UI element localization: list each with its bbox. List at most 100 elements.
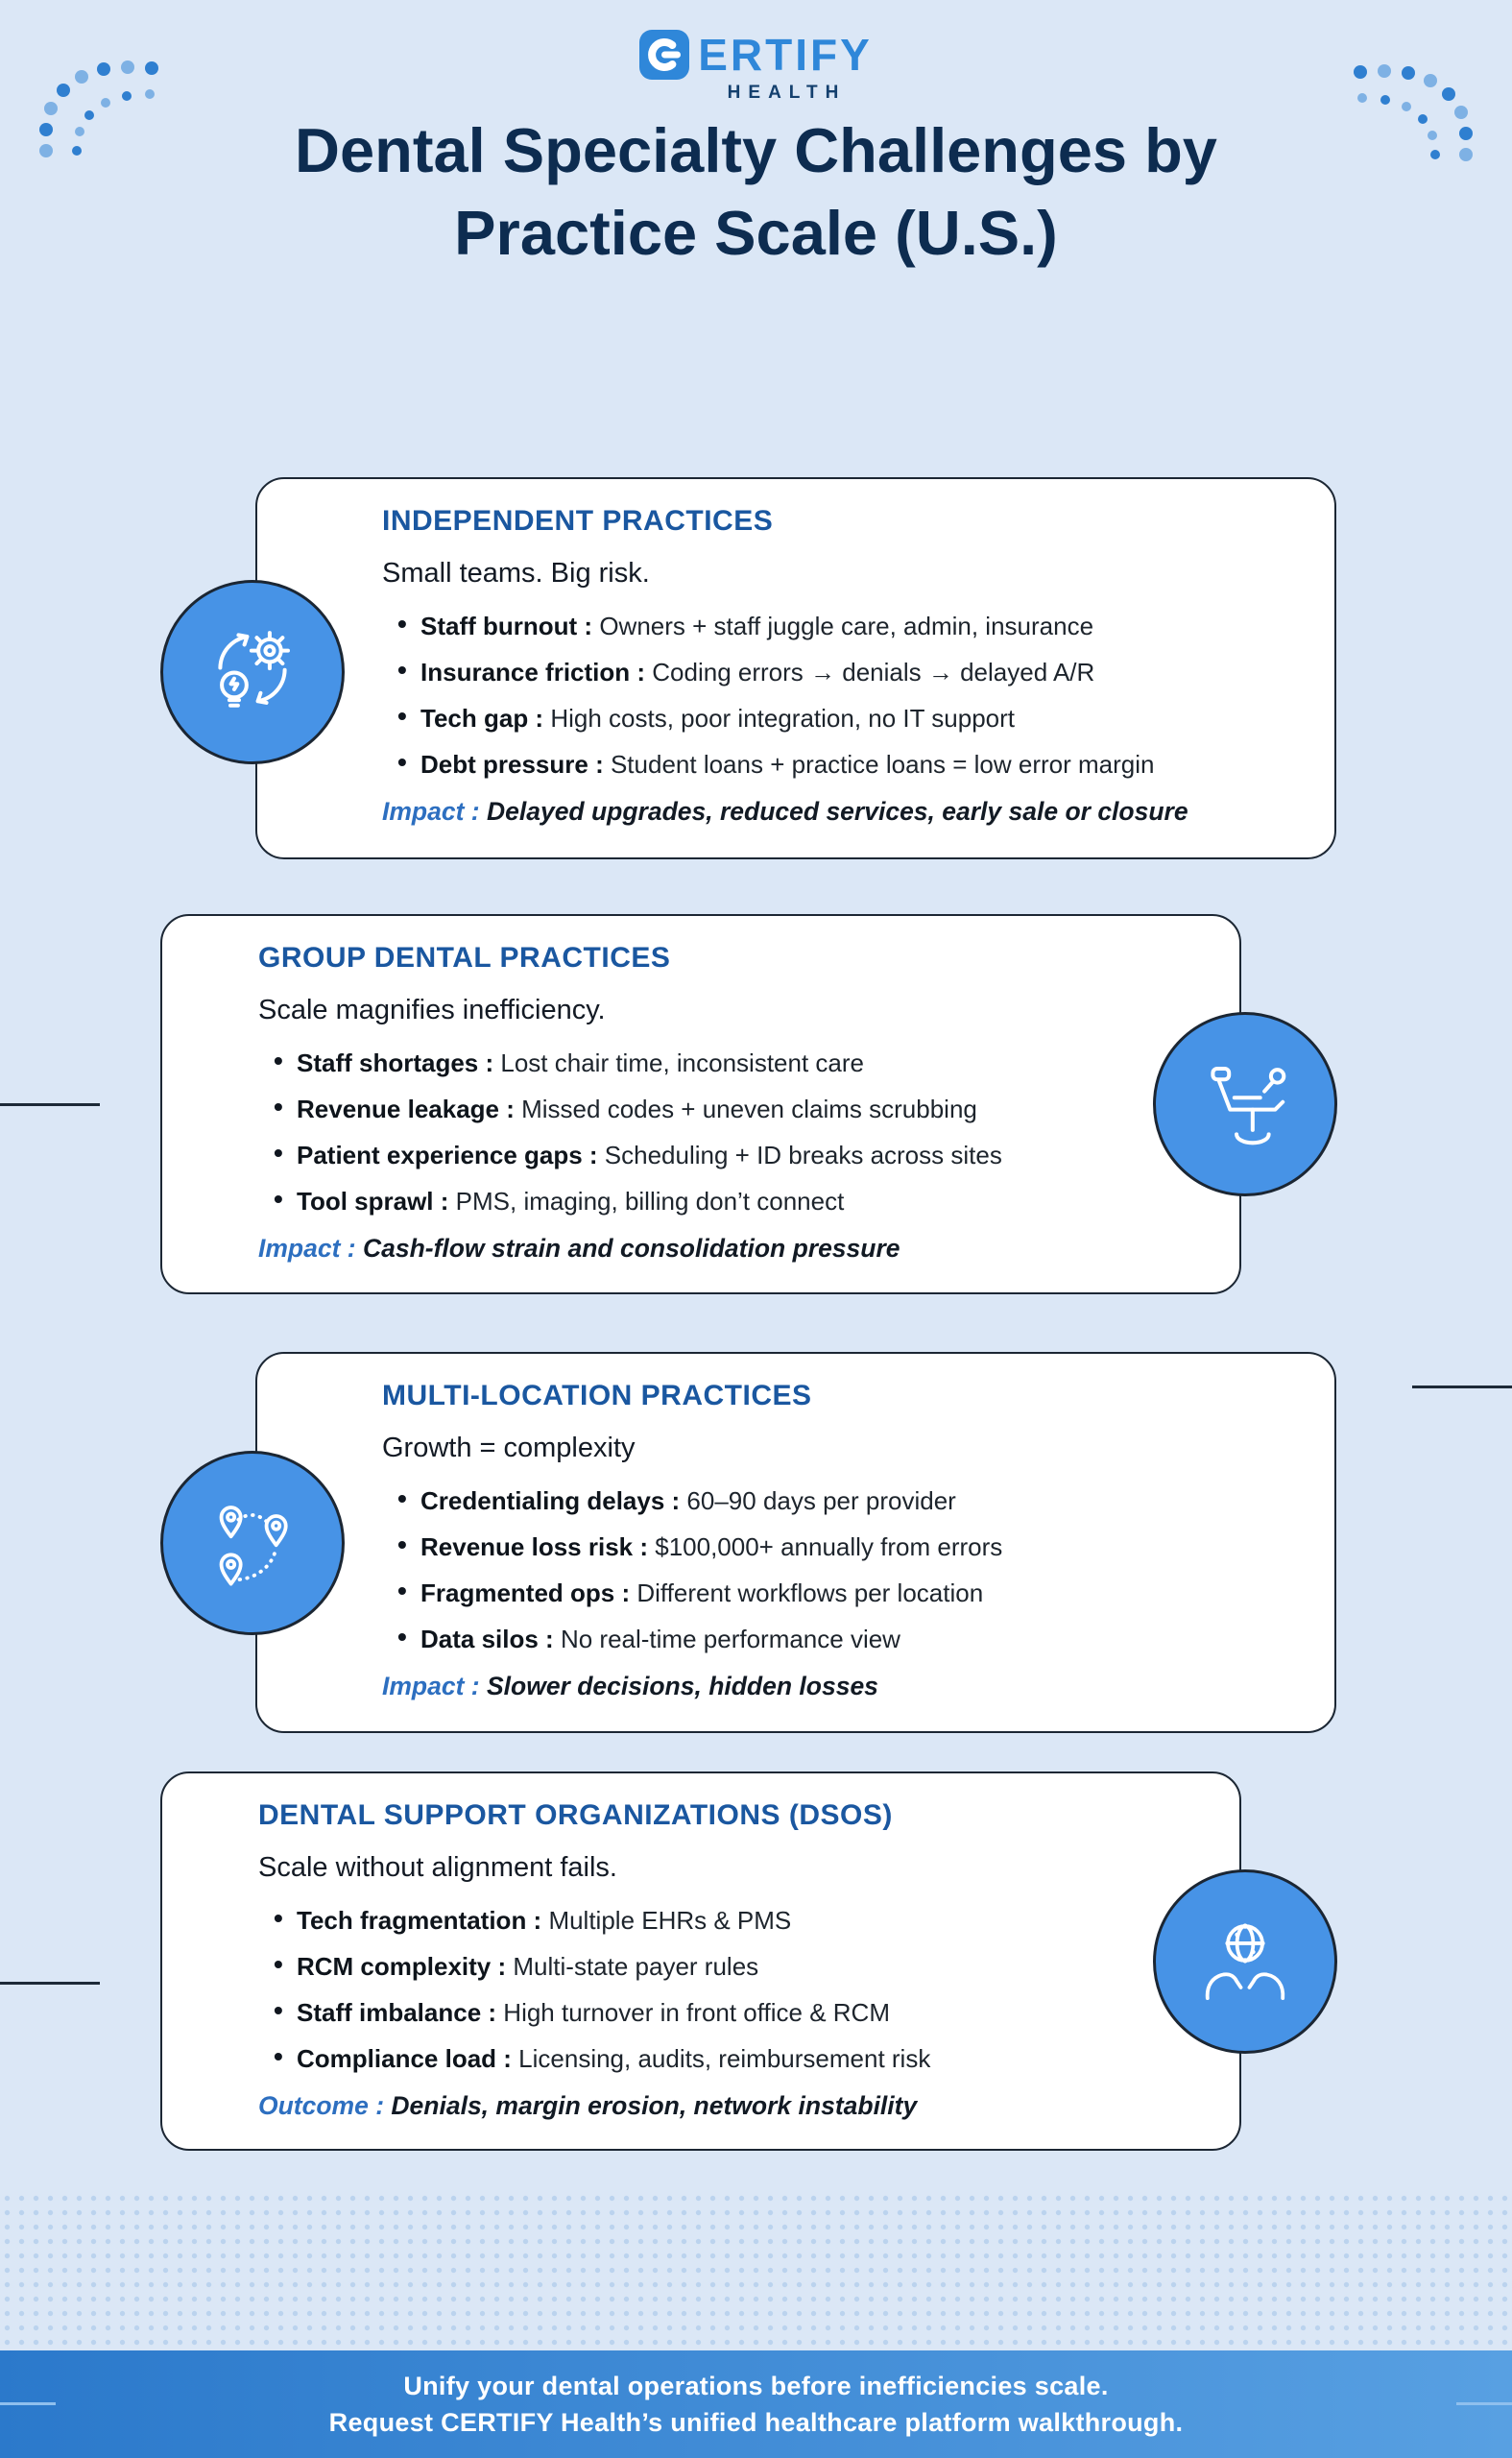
dso-icon-badge xyxy=(1153,1869,1337,2054)
network-hands-icon xyxy=(1205,1923,1285,2000)
bullet-label: Fragmented ops : xyxy=(420,1578,631,1607)
dental-chair-icon xyxy=(1211,1067,1286,1145)
impact-line: Impact : Delayed upgrades, reduced servi… xyxy=(382,796,1288,827)
bullet-text: Lost chair time, inconsistent care xyxy=(500,1048,865,1077)
bullet-text: High turnover in front office & RCM xyxy=(503,1998,890,2027)
bullet-list: Tech fragmentation : Multiple EHRs & PMS… xyxy=(258,1904,1095,2073)
impact-text: Slower decisions, hidden losses xyxy=(486,1672,878,1700)
bullet-label: RCM complexity : xyxy=(297,1952,507,1981)
route-locations-icon xyxy=(219,1506,288,1586)
bullet-label: Insurance friction : xyxy=(420,658,646,687)
bullet-text: Coding errors → denials → delayed A/R xyxy=(652,658,1095,687)
certify-logo-icon xyxy=(639,30,690,80)
bullet-label: Staff shortages : xyxy=(297,1048,494,1077)
bullet-text: Multi-state payer rules xyxy=(513,1952,759,1981)
bullet-label: Patient experience gaps : xyxy=(297,1141,598,1169)
bullet-label: Data silos : xyxy=(420,1625,554,1653)
card-subtitle: Scale magnifies inefficiency. xyxy=(258,995,606,1025)
page-title-line2: Practice Scale (U.S.) xyxy=(454,198,1058,269)
impact-label: Impact : xyxy=(382,1672,480,1700)
impact-line: Impact : Slower decisions, hidden losses xyxy=(382,1671,1288,1701)
bullet-text: Scheduling + ID breaks across sites xyxy=(604,1141,1002,1169)
card-subtitle: Scale without alignment fails. xyxy=(258,1852,617,1883)
bullet-label: Debt pressure : xyxy=(420,750,604,779)
bullet-item: Revenue leakage : Missed codes + uneven … xyxy=(274,1093,1095,1123)
impact-label: Impact : xyxy=(258,1234,356,1263)
bullet-item: Staff shortages : Lost chair time, incon… xyxy=(274,1047,1095,1077)
bullet-item: Patient experience gaps : Scheduling + I… xyxy=(274,1139,1095,1169)
footer-line2: Request CERTIFY Health’s unified healthc… xyxy=(328,2407,1184,2437)
corner-dots-decoration xyxy=(39,60,158,157)
bullet-label: Tech fragmentation : xyxy=(297,1906,542,1935)
bullet-list: Credentialing delays : 60–90 days per pr… xyxy=(382,1484,1288,1653)
impact-text: Cash-flow strain and consolidation press… xyxy=(362,1234,900,1263)
bullet-text: $100,000+ annually from errors xyxy=(655,1532,1003,1561)
bullet-item: Tech gap : High costs, poor integration,… xyxy=(397,702,1288,733)
independent-practices-icon-badge xyxy=(160,580,345,764)
page-title: Dental Specialty Challenges by Practice … xyxy=(0,109,1512,276)
card-subtitle: Growth = complexity xyxy=(382,1433,636,1463)
page-title-line1: Dental Specialty Challenges by xyxy=(295,115,1217,185)
corner-dots-decoration xyxy=(1354,64,1473,161)
side-line-decoration xyxy=(1412,1386,1512,1388)
bullet-item: Fragmented ops : Different workflows per… xyxy=(397,1577,1288,1607)
card-heading: MULTI-LOCATION PRACTICES xyxy=(382,1380,812,1411)
bullet-item: Staff imbalance : High turnover in front… xyxy=(274,1996,1095,2027)
card-independent-practices: INDEPENDENT PRACTICES Small teams. Big r… xyxy=(255,477,1336,859)
bullet-item: Debt pressure : Student loans + practice… xyxy=(397,748,1288,779)
bullet-item: Tool sprawl : PMS, imaging, billing don’… xyxy=(274,1185,1095,1216)
footer-accent-line xyxy=(0,2402,56,2405)
bullet-item: RCM complexity : Multi-state payer rules xyxy=(274,1950,1095,1981)
bullet-label: Revenue leakage : xyxy=(297,1095,515,1123)
footer-line1: Unify your dental operations before inef… xyxy=(403,2371,1109,2400)
bullet-item: Compliance load : Licensing, audits, rei… xyxy=(274,2042,1095,2073)
bullet-item: Staff burnout : Owners + staff juggle ca… xyxy=(397,610,1288,640)
card-heading: GROUP DENTAL PRACTICES xyxy=(258,942,671,974)
outcome-text: Denials, margin erosion, network instabi… xyxy=(391,2091,918,2120)
bullet-label: Tech gap : xyxy=(420,704,544,733)
bullet-text: Student loans + practice loans = low err… xyxy=(610,750,1155,779)
bullet-list: Staff shortages : Lost chair time, incon… xyxy=(258,1047,1095,1216)
brand-logo: ERTIFY HEALTH xyxy=(0,29,1512,104)
bullet-text: Owners + staff juggle care, admin, insur… xyxy=(599,612,1094,640)
group-dental-practices-icon-badge xyxy=(1153,1012,1337,1196)
bullet-text: Different workflows per location xyxy=(636,1578,984,1607)
bullet-label: Credentialing delays : xyxy=(420,1486,681,1515)
bullet-text: 60–90 days per provider xyxy=(686,1486,956,1515)
impact-label: Impact : xyxy=(382,797,480,826)
bullet-item: Revenue loss risk : $100,000+ annually f… xyxy=(397,1530,1288,1561)
outcome-line: Outcome : Denials, margin erosion, netwo… xyxy=(258,2090,1095,2121)
bullet-text: Multiple EHRs & PMS xyxy=(548,1906,792,1935)
brand-subtitle: HEALTH xyxy=(727,83,847,103)
side-line-decoration xyxy=(0,1103,100,1106)
bullet-label: Revenue loss risk : xyxy=(420,1532,648,1561)
card-multi-location-practices: MULTI-LOCATION PRACTICES Growth = comple… xyxy=(255,1352,1336,1733)
halftone-dot-texture xyxy=(0,2191,1512,2350)
brand-name: ERTIFY xyxy=(698,30,873,80)
outcome-label: Outcome : xyxy=(258,2091,385,2120)
card-heading: DENTAL SUPPORT ORGANIZATIONS (DSOS) xyxy=(258,1799,893,1831)
footer-accent-line xyxy=(1456,2402,1512,2405)
bullet-text: Missed codes + uneven claims scrubbing xyxy=(521,1095,977,1123)
bullet-text: High costs, poor integration, no IT supp… xyxy=(550,704,1016,733)
card-subtitle: Small teams. Big risk. xyxy=(382,558,650,589)
bullet-list: Staff burnout : Owners + staff juggle ca… xyxy=(382,610,1288,779)
bullet-text: PMS, imaging, billing don’t connect xyxy=(455,1187,845,1216)
card-dental-support-organizations: DENTAL SUPPORT ORGANIZATIONS (DSOS) Scal… xyxy=(160,1771,1241,2151)
card-heading: INDEPENDENT PRACTICES xyxy=(382,505,774,537)
side-line-decoration xyxy=(0,1982,100,1985)
bullet-item: Tech fragmentation : Multiple EHRs & PMS xyxy=(274,1904,1095,1935)
bullet-item: Data silos : No real-time performance vi… xyxy=(397,1623,1288,1653)
bullet-label: Compliance load : xyxy=(297,2044,512,2073)
impact-text: Delayed upgrades, reduced services, earl… xyxy=(486,797,1188,826)
footer-banner: Unify your dental operations before inef… xyxy=(0,2350,1512,2458)
bullet-text: Licensing, audits, reimbursement risk xyxy=(518,2044,931,2073)
bullet-text: No real-time performance view xyxy=(560,1625,900,1653)
multi-location-practices-icon-badge xyxy=(160,1451,345,1635)
card-group-dental-practices: GROUP DENTAL PRACTICES Scale magnifies i… xyxy=(160,914,1241,1294)
impact-line: Impact : Cash-flow strain and consolidat… xyxy=(258,1233,1095,1264)
bullet-item: Credentialing delays : 60–90 days per pr… xyxy=(397,1484,1288,1515)
bullet-label: Staff imbalance : xyxy=(297,1998,497,2027)
bullet-item: Insurance friction : Coding errors → den… xyxy=(397,656,1288,687)
bullet-label: Tool sprawl : xyxy=(297,1187,449,1216)
